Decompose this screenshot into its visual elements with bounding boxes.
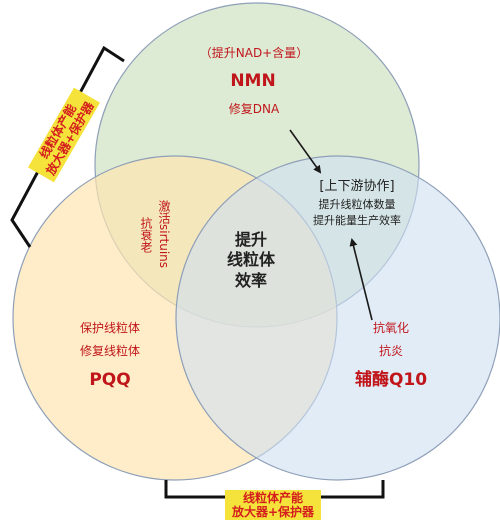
pqq-name: PQQ bbox=[89, 370, 131, 390]
center-line-2: 线粒体 bbox=[226, 250, 276, 269]
center-line-1: 提升 bbox=[234, 230, 268, 249]
bottom-tag: 线粒体产能 放大器+保护器 bbox=[225, 490, 321, 520]
circle-q10 bbox=[175, 155, 500, 481]
arrow-q10-to-synergy bbox=[349, 238, 373, 321]
center-line-3: 效率 bbox=[234, 271, 268, 290]
sirtuins-label: 激活sirtuins bbox=[157, 200, 171, 269]
pqq-function-2: 修复线粒体 bbox=[79, 344, 141, 358]
synergy-line-1: 提升线粒体数量 bbox=[318, 198, 396, 211]
nmn-subtitle: （提升NAD+含量） bbox=[199, 46, 309, 60]
arrow-nmn-to-synergy bbox=[289, 129, 322, 174]
bottom-tag-line-1: 线粒体产能 bbox=[242, 491, 303, 505]
nmn-name: NMN bbox=[230, 71, 276, 91]
pqq-function-1: 保护线粒体 bbox=[79, 321, 141, 335]
q10-function-2: 抗炎 bbox=[378, 344, 404, 358]
bottom-tag-line-2: 放大器+保护器 bbox=[231, 505, 315, 519]
q10-function-1: 抗氧化 bbox=[372, 321, 410, 335]
synergy-line-2: 提升能量生产效率 bbox=[313, 214, 401, 227]
q10-name: 辅酶Q10 bbox=[354, 370, 428, 390]
synergy-title: [上下游协作] bbox=[319, 179, 395, 194]
anti-aging-label: 抗衰老 bbox=[139, 217, 153, 253]
nmn-function: 修复DNA bbox=[228, 102, 280, 116]
